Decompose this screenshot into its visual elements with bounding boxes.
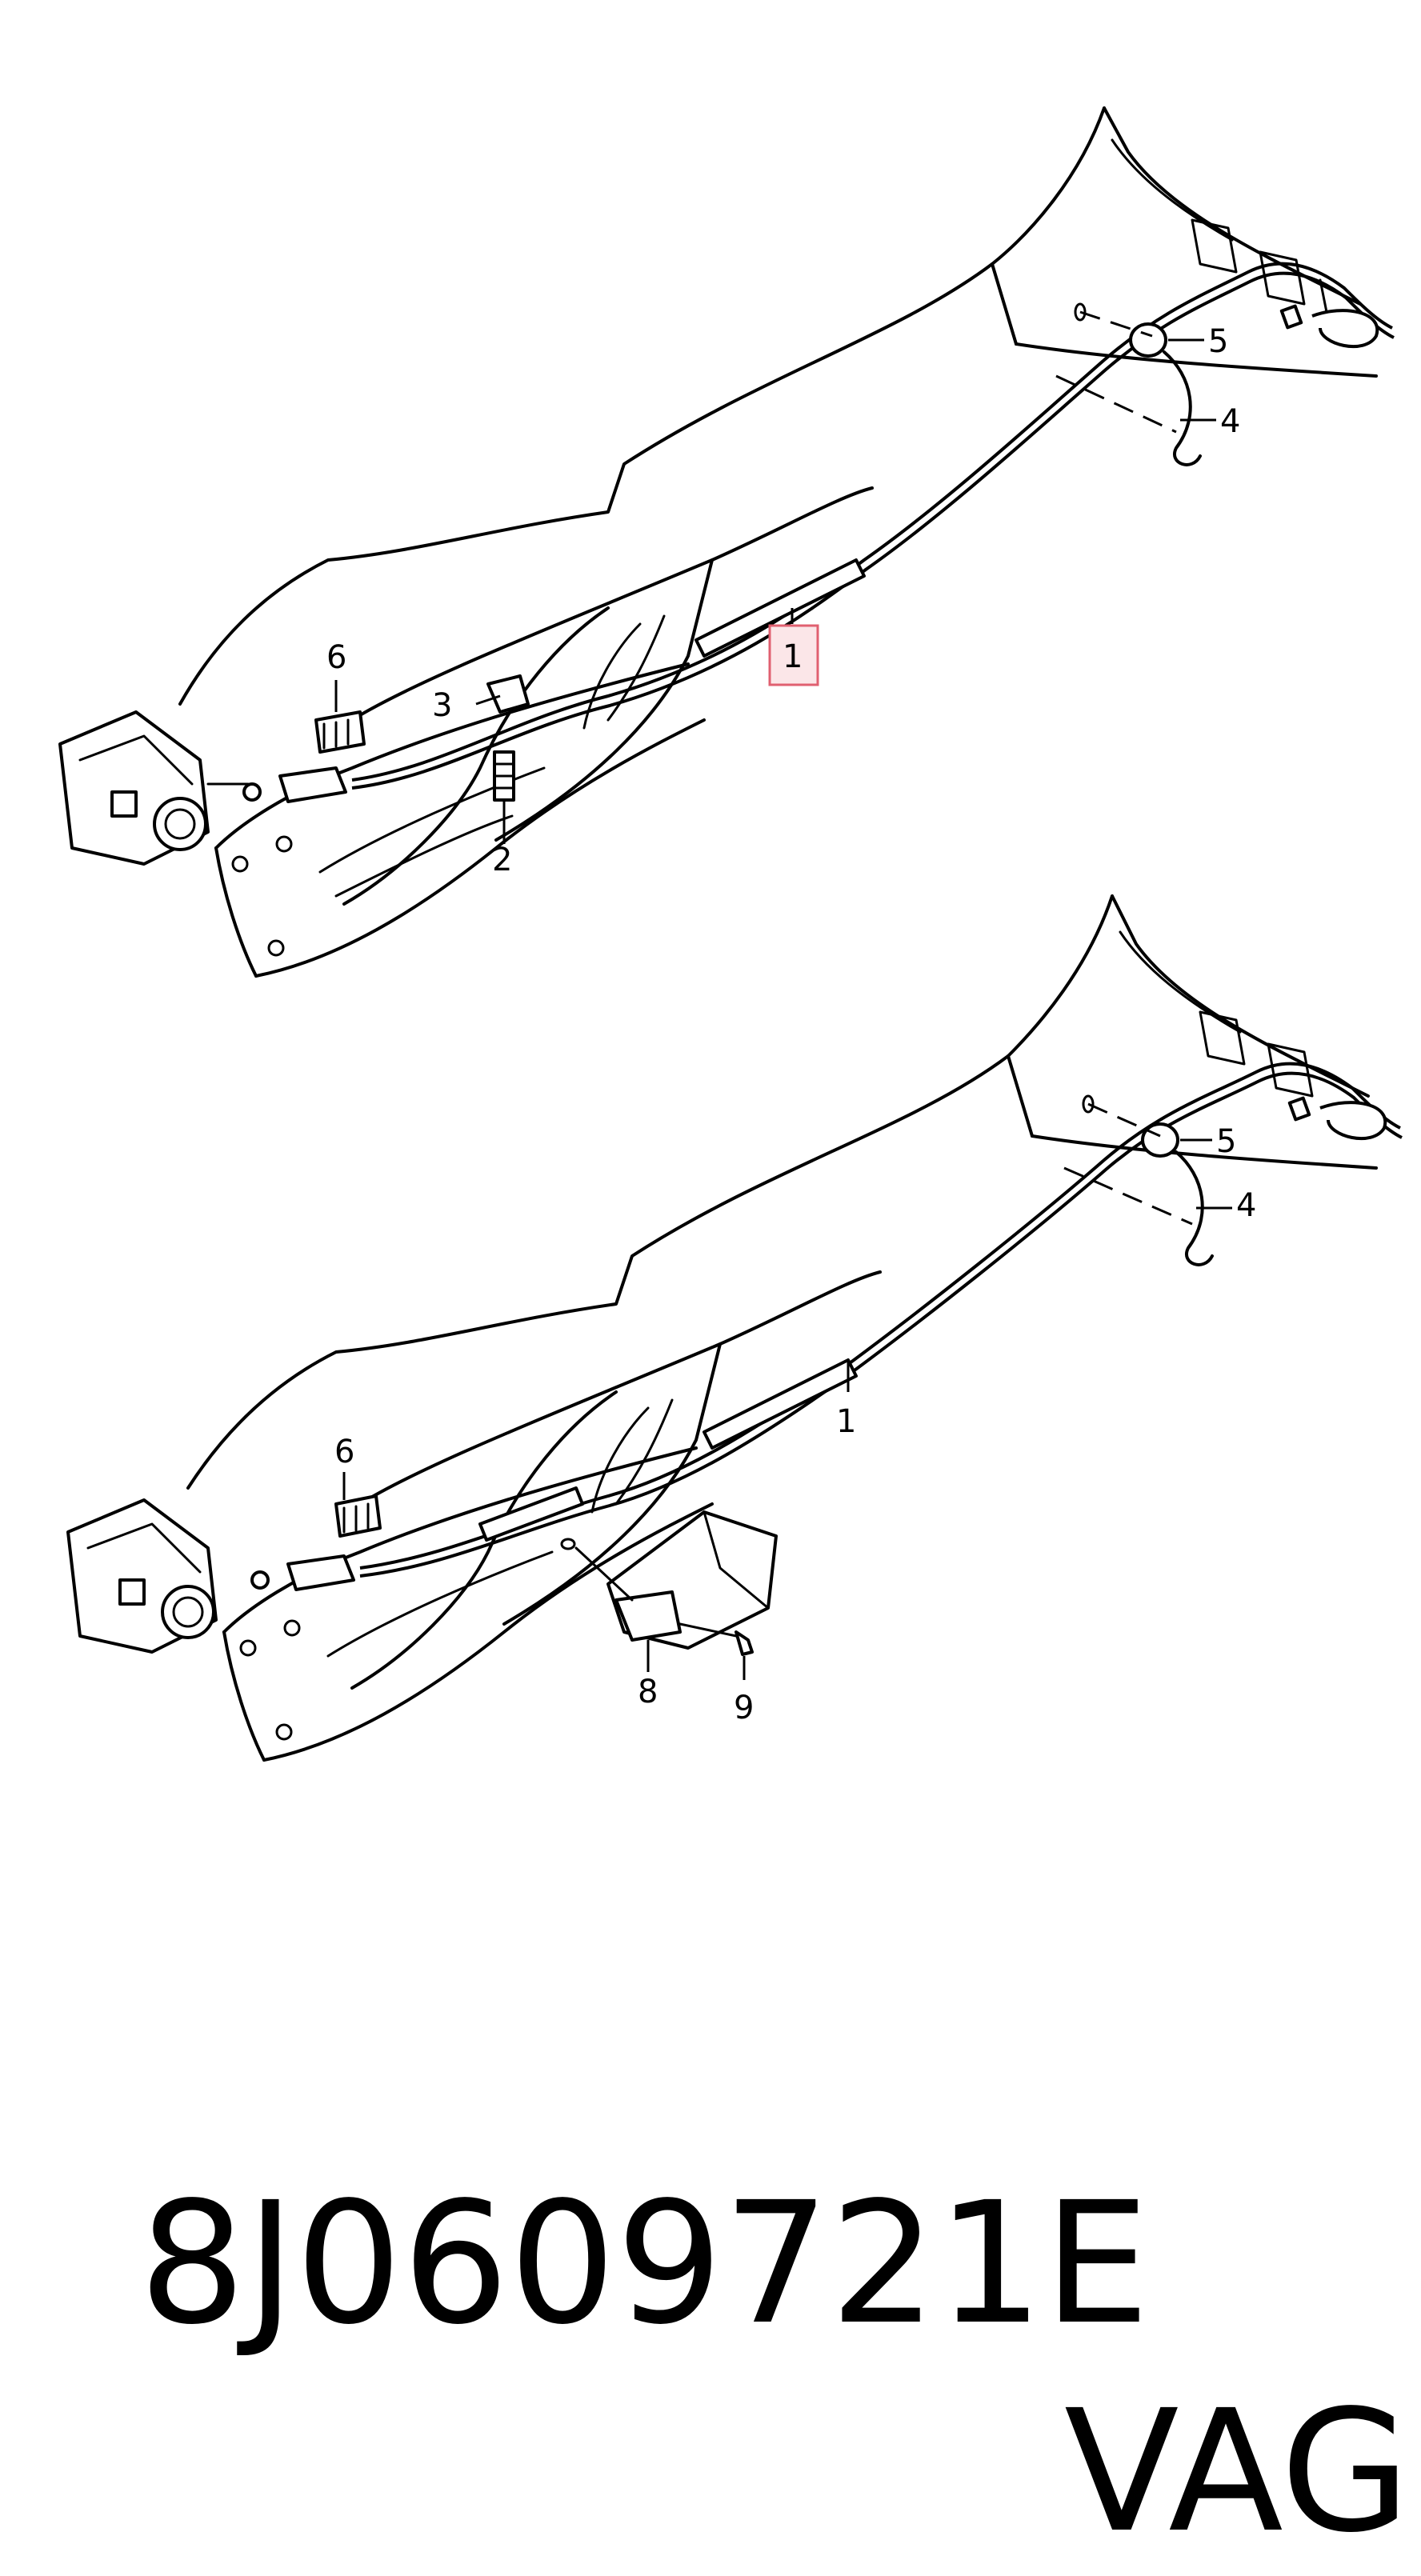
bottom-hook-clip [1063,1094,1214,1266]
bottom-callout-5: 5 [1216,1123,1236,1160]
bottom-callout-1: 1 [836,1403,856,1440]
top-callout-2: 2 [492,842,512,878]
bottom-bracket-clip [334,1494,382,1538]
top-brake-cable [242,262,1395,803]
top-body-outline [178,106,1378,978]
bottom-caliper [66,1498,218,1654]
bottom-diagram: 1 4 5 6 8 9 [66,894,1403,1762]
bottom-leader-lines [342,1138,1232,1680]
brand-name: VAG [1064,2374,1411,2570]
top-caliper [58,710,250,866]
top-bracket-clip [314,674,530,802]
bottom-brake-cable [250,1062,1403,1591]
top-callout-1: 1 [783,638,803,675]
part-number: 8J0609721E [138,2166,1151,2362]
top-hook-clip [1055,302,1202,466]
bottom-callout-6: 6 [334,1434,354,1470]
bottom-callout-8: 8 [638,1674,658,1710]
top-callout-3: 3 [432,687,452,724]
bottom-callout-4: 4 [1236,1187,1256,1224]
parts-diagram: 1 2 3 4 5 6 [58,106,1403,1762]
footer-caption: 8J0609721E VAG [32,1952,1411,2570]
bottom-callout-9: 9 [734,1690,754,1726]
bottom-body-outline [186,894,1378,1762]
top-callout-4: 4 [1220,403,1240,440]
bottom-handbrake-lever [560,1510,778,1656]
top-callout-5: 5 [1208,323,1228,360]
top-leader-lines [334,338,1216,844]
top-callout-1-highlight [768,624,819,686]
top-diagram: 1 2 3 4 5 6 [58,106,1395,978]
top-callout-6: 6 [326,639,346,676]
